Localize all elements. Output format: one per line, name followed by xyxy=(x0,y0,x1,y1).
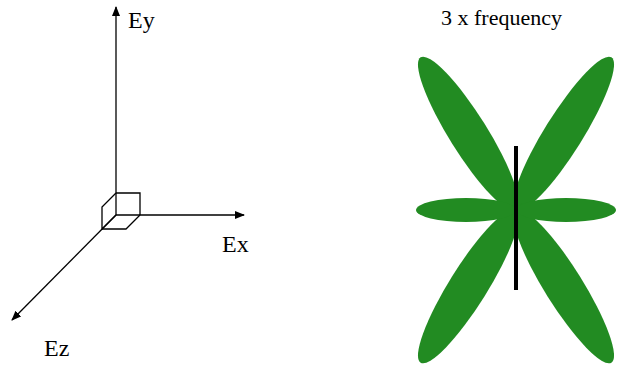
axis-label: Ex xyxy=(222,232,249,256)
right-angle-mark xyxy=(116,193,140,215)
axis-label: Ez xyxy=(44,336,69,360)
radiation-lobes xyxy=(405,47,623,372)
right-angle-mark xyxy=(102,215,140,229)
y-axis xyxy=(115,7,116,215)
axes xyxy=(12,7,244,320)
right-angle-mark xyxy=(102,193,116,229)
z-axis xyxy=(12,215,116,320)
axis-label: Ey xyxy=(128,8,155,32)
x-axis xyxy=(116,214,244,215)
dipole-rod xyxy=(514,146,518,290)
heading-label: 3 x frequency xyxy=(441,7,562,29)
